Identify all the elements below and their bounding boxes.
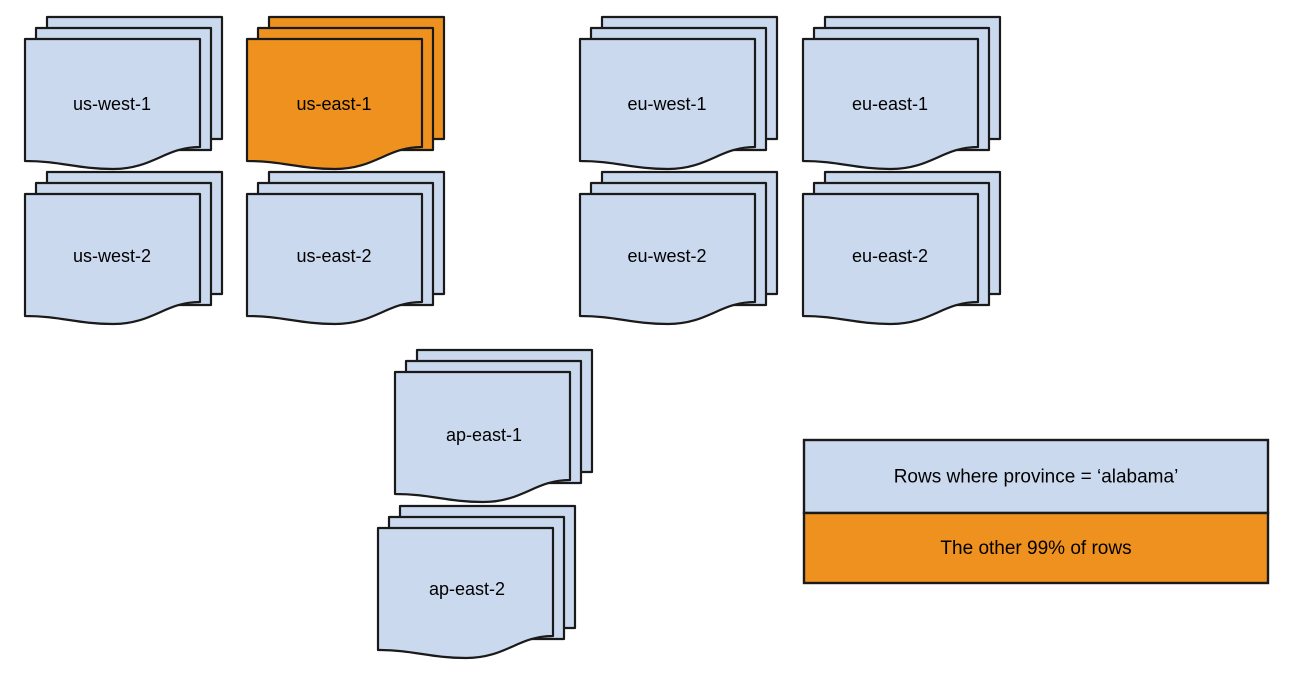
document-stack-us-west-2[interactable]: us-west-2 xyxy=(23,170,224,326)
document-stack-us-west-1[interactable]: us-west-1 xyxy=(23,15,224,171)
document-card-front xyxy=(245,37,424,171)
document-stack-ap-east-1[interactable]: ap-east-1 xyxy=(393,348,594,504)
document-stack-eu-west-1[interactable]: eu-west-1 xyxy=(578,15,779,171)
document-stack-eu-east-1[interactable]: eu-east-1 xyxy=(801,15,1002,171)
legend-label-legend-blue: Rows where province = ‘alabama’ xyxy=(894,467,1179,488)
legend-swatch-legend-blue xyxy=(802,438,1270,515)
legend-label-legend-orange: The other 99% of rows xyxy=(940,538,1131,559)
document-card-front xyxy=(801,192,980,326)
document-stack-us-east-2[interactable]: us-east-2 xyxy=(245,170,446,326)
legend-swatch-legend-orange xyxy=(802,511,1270,585)
document-card-front xyxy=(393,370,572,504)
legend-row-legend-orange[interactable]: The other 99% of rows xyxy=(802,511,1270,585)
document-stack-us-east-1[interactable]: us-east-1 xyxy=(245,15,446,171)
legend-layer: Rows where province = ‘alabama’ The other… xyxy=(802,438,1270,585)
legend-row-legend-blue[interactable]: Rows where province = ‘alabama’ xyxy=(802,438,1270,515)
document-card-front xyxy=(578,37,757,171)
document-card-front xyxy=(801,37,980,171)
document-stack-ap-east-2[interactable]: ap-east-2 xyxy=(376,504,577,660)
document-card-front xyxy=(578,192,757,326)
document-card-front xyxy=(376,526,555,660)
document-card-front xyxy=(23,192,202,326)
document-stack-eu-east-2[interactable]: eu-east-2 xyxy=(801,170,1002,326)
document-card-front xyxy=(23,37,202,171)
document-card-front xyxy=(245,192,424,326)
document-stack-eu-west-2[interactable]: eu-west-2 xyxy=(578,170,779,326)
